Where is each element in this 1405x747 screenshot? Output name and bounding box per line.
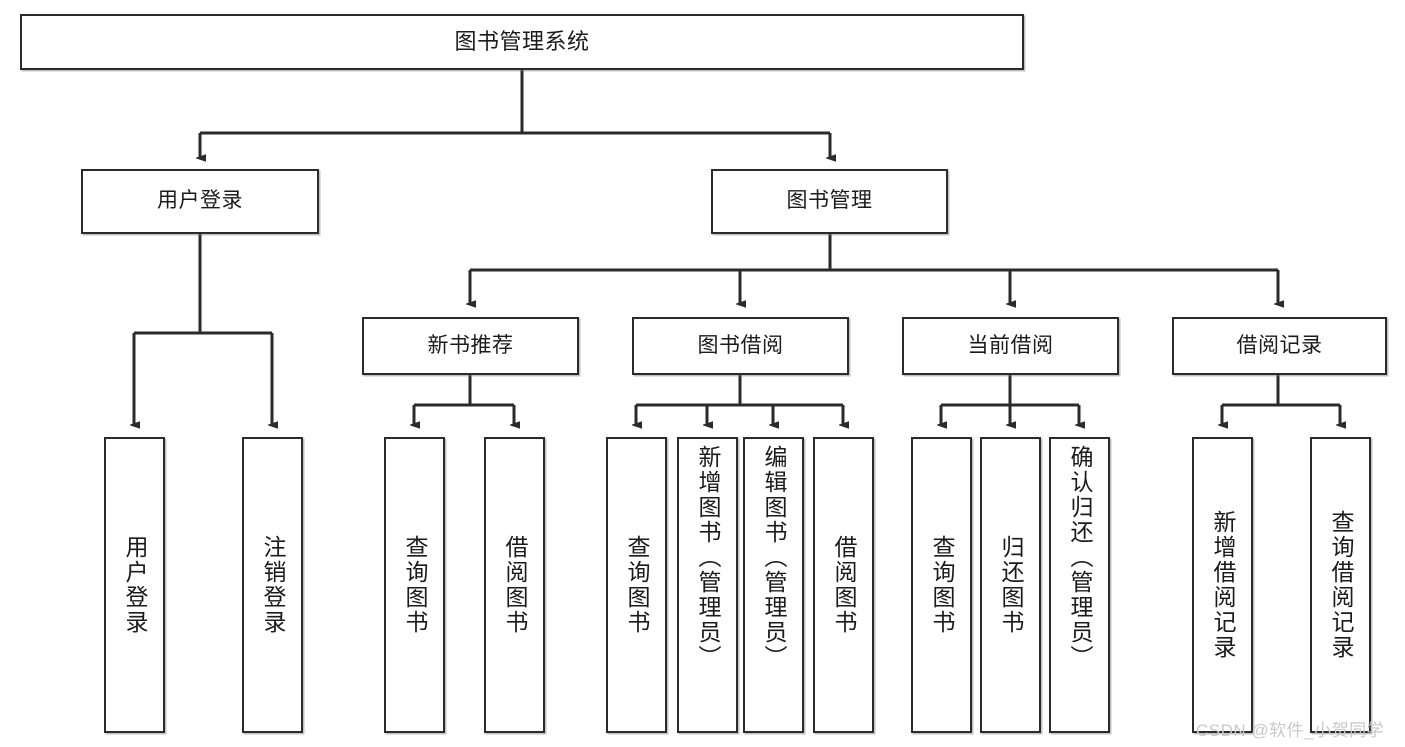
leaf-user-login[interactable]: 用户登录 [104, 437, 165, 733]
leaf-edit-book-admin[interactable]: 编辑图书（管理员） [743, 437, 804, 733]
node-label: 借阅记录 [1236, 333, 1323, 357]
node-label: 借阅图书 [831, 535, 857, 635]
node-label: 用户登录 [157, 189, 243, 213]
node-label: 确认归还（管理员） [1067, 445, 1093, 670]
leaf-add-book-admin[interactable]: 新增图书（管理员） [677, 437, 738, 733]
leaf-logout-login[interactable]: 注销登录 [242, 437, 303, 733]
leaf-return-book[interactable]: 归还图书 [980, 437, 1041, 733]
node-book-management[interactable]: 图书管理 [711, 169, 948, 234]
node-current-borrow[interactable]: 当前借阅 [902, 317, 1119, 375]
node-label: 查询图书 [624, 535, 650, 635]
node-label: 查询借阅记录 [1328, 510, 1354, 660]
node-label: 注销登录 [260, 535, 286, 635]
node-label: 新增图书（管理员） [695, 445, 721, 670]
node-borrow-record[interactable]: 借阅记录 [1172, 317, 1387, 375]
node-label: 新增借阅记录 [1210, 510, 1236, 660]
node-label: 归还图书 [998, 535, 1024, 635]
leaf-query-book-recommend[interactable]: 查询图书 [384, 437, 445, 733]
leaf-query-borrow-record[interactable]: 查询借阅记录 [1310, 437, 1371, 733]
leaf-borrow-book-recommend[interactable]: 借阅图书 [484, 437, 545, 733]
leaf-query-book-borrow[interactable]: 查询图书 [606, 437, 667, 733]
node-label: 图书管理系统 [454, 29, 590, 55]
node-root-system[interactable]: 图书管理系统 [20, 14, 1024, 70]
leaf-add-borrow-record[interactable]: 新增借阅记录 [1192, 437, 1253, 733]
leaf-query-book-current[interactable]: 查询图书 [911, 437, 972, 733]
node-label: 查询图书 [929, 535, 955, 635]
node-user-login[interactable]: 用户登录 [81, 169, 319, 234]
node-label: 查询图书 [402, 535, 428, 635]
node-book-borrow[interactable]: 图书借阅 [632, 317, 849, 375]
node-label: 新书推荐 [427, 333, 514, 357]
csdn-watermark: CSDN @软件_小贺同学 [1196, 721, 1385, 740]
node-label: 图书借阅 [697, 333, 784, 357]
node-label: 图书管理 [786, 189, 873, 213]
leaf-confirm-return-admin[interactable]: 确认归还（管理员） [1049, 437, 1110, 733]
node-new-book-recommend[interactable]: 新书推荐 [362, 317, 579, 375]
node-label: 当前借阅 [967, 333, 1054, 357]
leaf-borrow-book[interactable]: 借阅图书 [813, 437, 874, 733]
node-label: 编辑图书（管理员） [761, 445, 787, 670]
node-label: 用户登录 [122, 535, 148, 635]
node-label: 借阅图书 [502, 535, 528, 635]
